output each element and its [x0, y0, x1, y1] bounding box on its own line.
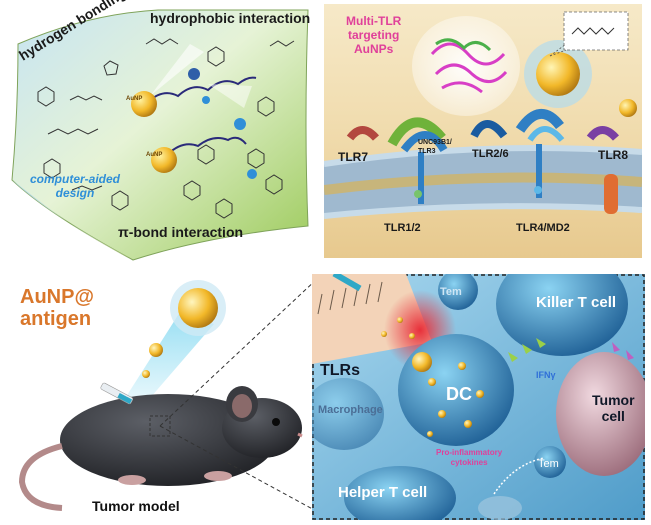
- multi-tlr-title: Multi-TLR targeting AuNPs: [346, 14, 402, 56]
- membrane-card: [324, 4, 642, 258]
- label-helper-t-cell: Helper T cell: [338, 484, 428, 501]
- label-computer-aided-design: computer-aided design: [30, 172, 121, 200]
- label-tumor-cell: Tumor cell: [592, 392, 635, 424]
- aunp-label-1: AuNP: [126, 96, 143, 102]
- label-tem-top: Tem: [440, 286, 462, 298]
- label-ifn-gamma: IFNγ: [536, 370, 556, 380]
- aunp-label-2: AuNP: [146, 152, 163, 158]
- label-pi-bond-interaction: π-bond interaction: [118, 224, 244, 240]
- receptor-tlr8: TLR8: [598, 148, 628, 162]
- antigen-title-line2: antigen: [20, 308, 92, 330]
- label-tem-bottom: Tem: [538, 458, 559, 470]
- receptor-unc93b1-tlr3: UNC93B1/ TLR3: [418, 139, 452, 155]
- label-killer-t-cell: Killer T cell: [536, 294, 617, 311]
- label-pro-inflammatory-cytokines: Pro-inflammatory cytokines: [436, 448, 503, 467]
- aunp-particle-1: [131, 91, 157, 117]
- label-macrophage: Macrophage: [318, 404, 383, 416]
- mouse-illustration: [18, 277, 319, 513]
- immune-card: [312, 274, 645, 520]
- antigen-title-line1: AuNP@: [20, 286, 94, 308]
- design-card: [11, 9, 309, 261]
- receptor-tlr7: TLR7: [338, 150, 368, 164]
- aunp-particle-2: [151, 147, 177, 173]
- receptor-tlr4-md2: TLR4/MD2: [516, 222, 570, 234]
- antigen-aunp: [178, 288, 218, 328]
- targeting-aunp: [524, 40, 592, 108]
- label-dc: DC: [446, 384, 472, 404]
- receptor-tlr2-6: TLR2/6: [472, 148, 509, 160]
- label-hydrophobic-interaction: hydrophobic interaction: [150, 10, 311, 26]
- label-tlrs: TLRs: [320, 362, 360, 379]
- tumor-model-caption: Tumor model: [92, 498, 180, 514]
- receptor-tlr1-2: TLR1/2: [384, 222, 421, 234]
